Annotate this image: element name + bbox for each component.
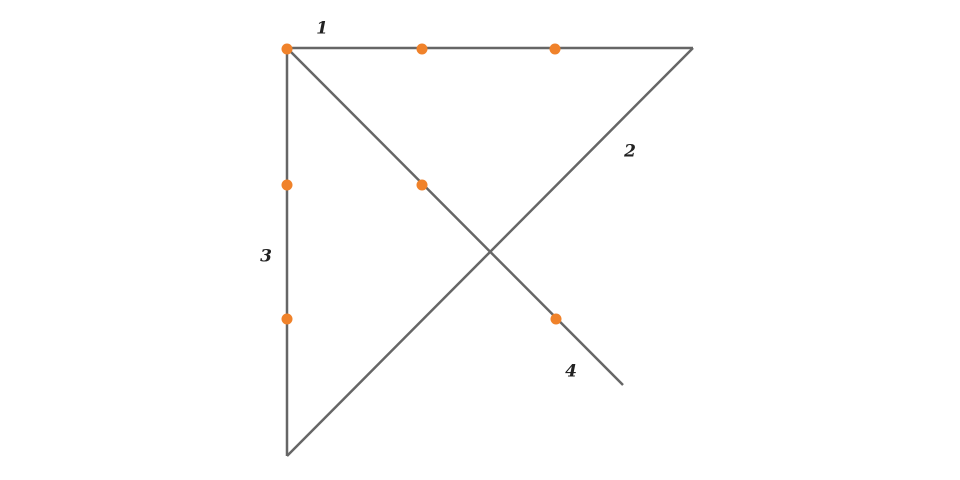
dot — [281, 179, 293, 191]
dot — [416, 179, 428, 191]
dot — [281, 313, 293, 325]
dot — [549, 43, 561, 55]
dot — [281, 43, 293, 55]
line-1-label: 1 — [316, 19, 328, 39]
line-4 — [286, 47, 624, 386]
dot — [550, 313, 562, 325]
dot — [416, 43, 428, 55]
line-4-label: 4 — [565, 362, 577, 382]
line-2-label: 2 — [623, 142, 636, 162]
line-3-label: 3 — [260, 247, 272, 267]
